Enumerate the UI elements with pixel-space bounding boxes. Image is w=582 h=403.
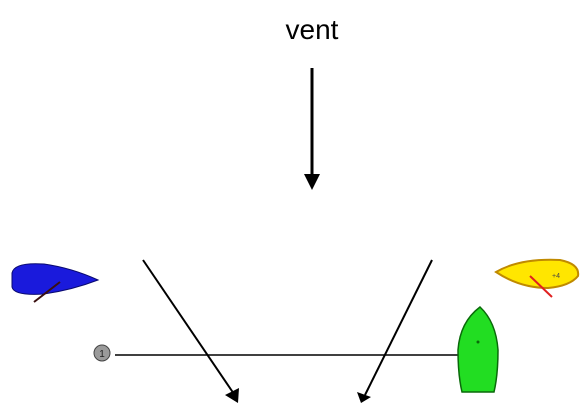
svg-text:+4: +4 bbox=[552, 273, 560, 280]
mark-number: 1 bbox=[99, 349, 105, 360]
wind-arrow bbox=[304, 68, 320, 190]
blue-boat-icon bbox=[11, 263, 100, 303]
wind-label: vent bbox=[285, 14, 339, 45]
yellow-boat-icon: +4 bbox=[494, 258, 580, 298]
course-arrow-right bbox=[357, 259, 433, 403]
course-arrow-left bbox=[142, 259, 239, 403]
mark-buoy: 1 bbox=[93, 344, 111, 362]
green-boat-icon bbox=[457, 306, 499, 393]
